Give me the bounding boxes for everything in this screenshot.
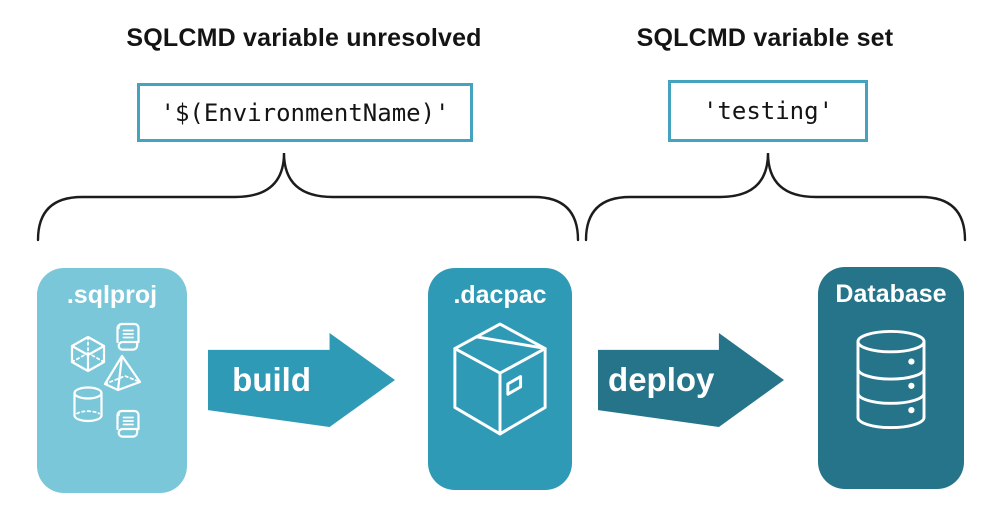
cylinder-icon xyxy=(73,386,103,423)
cube-icon xyxy=(70,335,106,373)
code-box-set: 'testing' xyxy=(668,80,868,142)
pyramid-icon xyxy=(103,354,142,392)
node-dacpac: .dacpac xyxy=(428,268,572,490)
heading-sqlcmd-set: SQLCMD variable set xyxy=(636,24,894,52)
left-brace-icon xyxy=(36,152,580,242)
node-sqlproj-label: .sqlproj xyxy=(66,281,158,309)
node-dacpac-label: .dacpac xyxy=(453,281,547,309)
script-scroll-icon xyxy=(116,409,140,438)
sql-objects-icon xyxy=(70,322,142,438)
code-text-set: 'testing' xyxy=(702,97,834,125)
script-scroll-icon xyxy=(116,322,140,351)
build-arrow-label: build xyxy=(232,361,311,398)
deploy-arrow-label: deploy xyxy=(608,361,715,398)
code-text-unresolved: '$(EnvironmentName)' xyxy=(160,98,450,127)
node-database: Database xyxy=(818,267,964,489)
node-database-label: Database xyxy=(835,280,947,308)
package-box-icon xyxy=(453,322,547,436)
right-brace-icon xyxy=(584,152,967,242)
database-cylinder-icon xyxy=(856,330,926,430)
code-box-unresolved: '$(EnvironmentName)' xyxy=(137,83,473,142)
node-sqlproj: .sqlproj xyxy=(37,268,187,493)
heading-sqlcmd-unresolved: SQLCMD variable unresolved xyxy=(126,24,482,52)
